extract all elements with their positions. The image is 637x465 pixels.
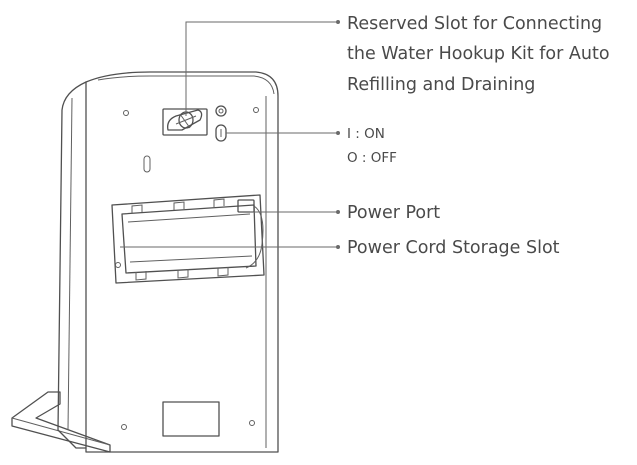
power-port-label: Power Port <box>347 203 440 223</box>
screw-hole-top-right <box>253 107 259 113</box>
screw-hole-bottom-left <box>121 424 127 430</box>
water-hookup-slot <box>162 105 227 136</box>
cord-storage-tabs-bottom <box>135 267 229 281</box>
cord-storage-inner <box>121 204 257 274</box>
cord-storage-channel <box>127 213 253 263</box>
leader-lines <box>120 20 340 249</box>
cord-storage-outer <box>111 194 265 284</box>
body-top-rim <box>97 75 275 95</box>
water-slot-frame <box>162 108 208 136</box>
water-slot-knob-detail <box>175 113 197 129</box>
water-slot-valve <box>167 109 203 131</box>
power-cord <box>245 205 264 269</box>
screw-holes <box>121 107 259 430</box>
body-rear-panel <box>85 71 279 453</box>
cord-storage-label: Power Cord Storage Slot <box>347 238 560 258</box>
vent-slot <box>143 155 151 173</box>
cord-storage-recess <box>111 194 265 284</box>
leader-cord-storage-dot <box>336 245 340 249</box>
leader-power-port-dot <box>336 210 340 214</box>
cord-storage-clip <box>115 262 121 268</box>
leader-water-slot <box>185 21 336 116</box>
callout-switch: I : ON O : OFF <box>347 126 397 166</box>
bottom-label-plate <box>162 401 220 437</box>
water-slot-line-2: the Water Hookup Kit for Auto <box>347 44 610 64</box>
power-switch[interactable] <box>215 124 227 142</box>
water-slot-screw-center <box>218 108 224 114</box>
base-station-body <box>11 71 279 453</box>
water-slot-line-1: Reserved Slot for Connecting <box>347 14 602 34</box>
screw-hole-top-left <box>123 110 129 116</box>
body-left-side <box>57 81 87 449</box>
leader-water-slot-dot <box>336 20 340 24</box>
switch-off-label: O : OFF <box>347 150 397 166</box>
water-slot-screw <box>215 105 227 117</box>
leader-switch-dot <box>336 131 340 135</box>
switch-on-label: I : ON <box>347 126 385 142</box>
callout-water-slot: Reserved Slot for Connecting the Water H… <box>347 14 610 95</box>
cord-storage-tabs-top <box>131 198 225 213</box>
base-plate-edge <box>11 417 111 446</box>
base-plate <box>11 391 111 453</box>
water-slot-line-3: Refilling and Draining <box>347 75 535 95</box>
body-left-side-inner <box>67 97 73 431</box>
screw-hole-bottom-right <box>249 420 255 426</box>
